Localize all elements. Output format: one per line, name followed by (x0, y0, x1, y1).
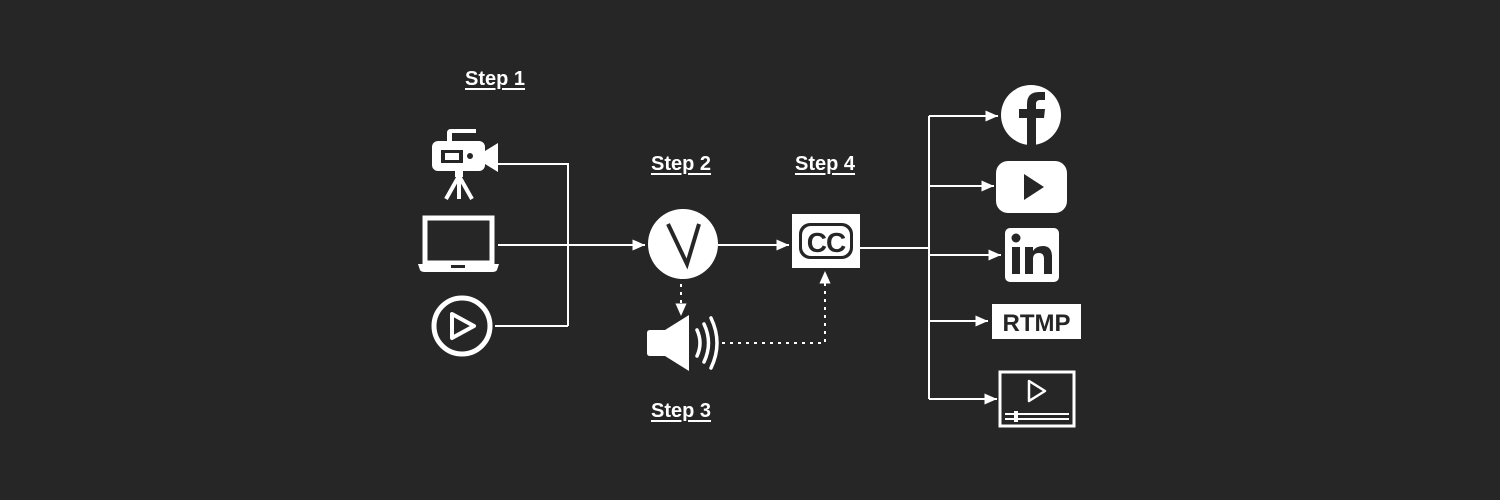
rtmp-icon: RTMP (992, 304, 1081, 339)
step-1-label: Step 1 (464, 68, 526, 90)
audio-connectors (675, 271, 831, 344)
facebook-icon (1001, 85, 1061, 145)
rtmp-text: RTMP (1003, 310, 1071, 337)
step-3-label: Step 3 (650, 400, 712, 422)
video-player-icon (998, 370, 1076, 428)
source-connectors (495, 163, 789, 327)
video-camera-icon (432, 129, 498, 200)
destination-connectors (860, 110, 1001, 405)
speaker-icon (647, 315, 719, 371)
laptop-icon (418, 215, 499, 272)
closed-captions-icon: CC (792, 214, 860, 268)
v-logo-icon (648, 209, 718, 279)
youtube-icon (996, 161, 1067, 213)
step-2-label: Step 2 (650, 153, 712, 175)
camera-connector (498, 163, 569, 326)
step-4-label: Step 4 (794, 153, 856, 175)
linkedin-icon (1005, 228, 1059, 282)
play-circle-icon (431, 295, 493, 357)
cc-text: CC (807, 227, 846, 258)
audio-to-captions-arrow (722, 271, 831, 344)
